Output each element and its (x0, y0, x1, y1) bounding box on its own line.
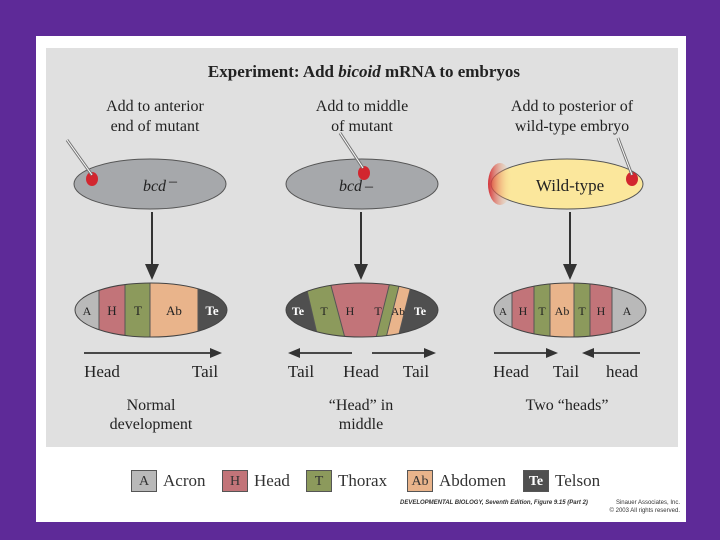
segment-telson: Te (292, 304, 305, 318)
segment-thorax: T (578, 304, 586, 318)
segment-acron: A (499, 306, 507, 318)
bicoid-mrna-spot (626, 172, 638, 186)
legend-label-head: Head (254, 471, 290, 490)
legend-label-telson: Telson (555, 471, 601, 490)
legend-acron: A Acron (131, 468, 205, 494)
segment-abdomen: Ab (555, 304, 570, 318)
embryo-mutant-anterior: bcd– (65, 139, 227, 210)
legend-swatch-abdomen: Ab (407, 470, 433, 492)
instruction-3-line2: wild-type embryo (515, 118, 629, 135)
axis-label-head: Head (343, 362, 379, 381)
axis-label-head: Head (493, 362, 529, 381)
bicoid-mrna-spot (86, 172, 98, 186)
segment-telson: Te (414, 304, 427, 318)
figure-credit: DEVELOPMENTAL BIOLOGY, Seventh Edition, … (400, 499, 680, 515)
segmented-embryo-head-middle: Te T H T Ab Te (285, 282, 439, 338)
legend-swatch-telson: Te (523, 470, 549, 492)
axis-label-head: Head (84, 362, 120, 381)
axis-arrow-2 (288, 348, 436, 358)
axis-label-tail: Tail (192, 362, 218, 381)
legend-label-thorax: Thorax (338, 471, 388, 490)
segment-telson: Te (205, 303, 218, 318)
result-2-line1: “Head” in (329, 397, 393, 414)
instruction-2-line1: Add to middle (316, 98, 408, 115)
down-arrow-3 (563, 212, 577, 280)
legend-telson: Te Telson (523, 468, 600, 494)
embryo-label-2: bcd– (339, 178, 374, 195)
figure-title: Experiment: Add bicoid mRNA to embryos (208, 62, 521, 81)
legend-swatch-head: H (222, 470, 248, 492)
instruction-2-line2: of mutant (331, 118, 393, 135)
legend-abdomen: Ab Abdomen (407, 468, 506, 494)
legend-swatch-acron: A (131, 470, 157, 492)
result-1-line2: development (110, 416, 193, 433)
instruction-3-line1: Add to posterior of (511, 98, 634, 115)
embryo-wildtype: Wild-type (488, 137, 644, 210)
credit-copyright: © 2003 All rights reserved. (609, 508, 680, 514)
segment-thorax: T (134, 303, 142, 318)
segment-thorax: T (374, 304, 382, 318)
segment-thorax: T (538, 304, 546, 318)
instruction-1-line2: end of mutant (111, 118, 200, 135)
bicoid-mrna-spot (358, 166, 370, 180)
segment-acron: A (83, 304, 92, 318)
credit-publisher: Sinauer Associates, Inc. (615, 500, 680, 506)
legend-label-abdomen: Abdomen (439, 471, 507, 490)
result-3-line1: Two “heads” (526, 397, 609, 414)
result-2-line2: middle (339, 416, 383, 433)
segmented-embryo-normal: A H T Ab Te (74, 282, 228, 338)
axis-arrow-3 (494, 348, 640, 358)
down-arrow-2 (354, 212, 368, 280)
axis-label-tail: Tail (553, 362, 579, 381)
down-arrow-1 (145, 212, 159, 280)
legend-head: H Head (222, 468, 290, 494)
segment-head: H (107, 303, 116, 318)
segment-abdomen: Ab (166, 303, 182, 318)
segment-head: H (346, 304, 355, 318)
axis-label-tail: Tail (403, 362, 429, 381)
embryo-mutant-middle: bcd– (285, 132, 439, 210)
instruction-1-line1: Add to anterior (106, 98, 204, 115)
result-1-line1: Normal (127, 397, 176, 414)
axis-arrow-1 (84, 348, 222, 358)
segment-thorax: T (320, 304, 328, 318)
segment-abdomen: Ab (391, 306, 405, 318)
legend-label-acron: Acron (163, 471, 206, 490)
axis-label-head: head (606, 362, 639, 381)
legend-swatch-thorax: T (306, 470, 332, 492)
embryo-label-3: Wild-type (536, 176, 604, 195)
segment-head: H (597, 304, 606, 318)
axis-label-tail: Tail (288, 362, 314, 381)
segment-acron: A (623, 304, 632, 318)
segment-head: H (519, 304, 528, 318)
segmented-embryo-two-heads: A H T Ab T H A (493, 282, 647, 338)
embryo-label-1: bcd– (143, 173, 178, 195)
legend-thorax: T Thorax (306, 468, 387, 494)
credit-book: DEVELOPMENTAL BIOLOGY, Seventh Edition, … (400, 500, 588, 506)
